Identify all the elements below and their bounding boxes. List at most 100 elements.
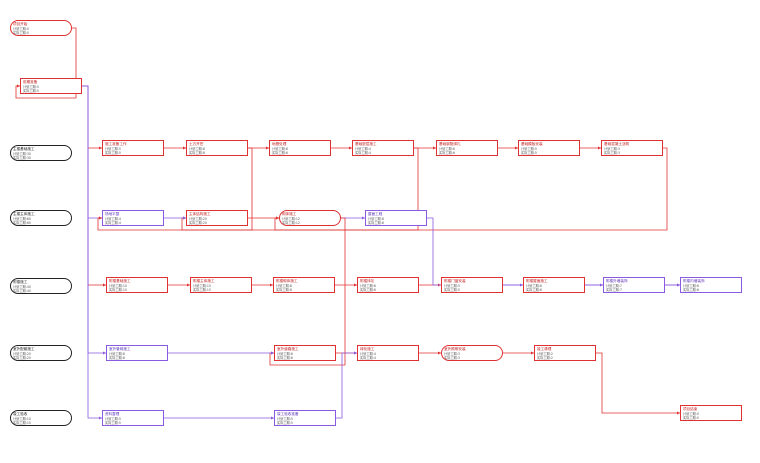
arrow-head-icon	[438, 351, 441, 355]
task-duration: 计划工期:8	[189, 146, 205, 151]
task-title: 基础模板安装	[521, 142, 543, 146]
arrow-head-icon	[677, 283, 680, 287]
task-title: 项目结束	[683, 407, 698, 411]
task-duration: 实际工期:20	[189, 220, 207, 225]
task-title: 附楼基础施工	[109, 279, 131, 283]
task-title: 土方开挖	[189, 142, 204, 146]
task-title: 附楼施工	[13, 280, 28, 284]
task-duration: 实际工期:6	[683, 287, 699, 292]
task-duration: 实际工期:8	[276, 287, 292, 292]
task-duration: 实际工期:5	[23, 88, 39, 93]
task-duration: 实际工期:6	[439, 150, 455, 155]
task-duration: 计划工期:20	[189, 216, 207, 221]
task-duration: 计划工期:7	[606, 283, 622, 288]
task-duration: 实际工期:12	[282, 220, 300, 225]
dependency-edge	[97, 147, 668, 231]
arrow-head-icon	[271, 351, 274, 355]
task-duration: 计划工期:6	[683, 283, 699, 288]
task-title: 附楼抹灰	[360, 279, 375, 283]
arrow-head-icon	[99, 146, 102, 150]
task-title: 场地平整	[105, 212, 120, 216]
dependency-edge	[15, 27, 77, 99]
task-duration: 计划工期:10	[13, 416, 31, 421]
arrow-head-icon	[433, 146, 436, 150]
arrow-head-icon	[183, 146, 186, 150]
task-title: 砌体施工	[282, 212, 297, 216]
task-duration: 计划工期:8	[276, 283, 292, 288]
task-duration: 实际工期:6	[272, 150, 288, 155]
task-duration: 计划工期:30	[13, 151, 31, 156]
task-title: 主体结构施工	[189, 212, 211, 216]
arrow-head-icon	[103, 351, 106, 355]
task-title: 竣工验收准备	[277, 412, 299, 416]
dependency-edges	[15, 27, 680, 420]
task-duration: 计划工期:5	[105, 416, 121, 421]
task-title: 前期准备	[23, 80, 38, 84]
task-duration: 实际工期:5	[444, 287, 460, 292]
task-duration: 实际工期:60	[13, 220, 31, 225]
arrow-head-icon	[362, 216, 365, 220]
task-title: 竣工验收	[13, 412, 28, 416]
dependency-edge	[596, 352, 680, 414]
task-title: 基础钢筋绑扎	[439, 142, 461, 146]
task-title: 屋面工程	[368, 212, 383, 216]
task-title: 附楼主体施工	[193, 279, 215, 283]
arrow-head-icon	[354, 283, 357, 287]
task-duration: 计划工期:20	[13, 351, 31, 356]
task-title: 资料整理	[105, 412, 120, 416]
dependency-edge	[82, 85, 102, 419]
task-title: 附楼砌体施工	[276, 279, 298, 283]
task-duration: 实际工期:3	[604, 150, 620, 155]
task-title: 室外管网施工	[109, 347, 131, 351]
task-title: 主楼主体施工	[13, 212, 35, 216]
task-duration: 实际工期:4	[355, 150, 371, 155]
task-duration: 计划工期:8	[368, 216, 384, 221]
task-duration: 计划工期:6	[526, 283, 542, 288]
arrow-head-icon	[266, 146, 269, 150]
task-title: 室外道路施工	[277, 347, 299, 351]
task-title: 基础垫层施工	[355, 142, 377, 146]
arrow-head-icon	[17, 84, 20, 88]
task-duration: 计划工期:60	[13, 216, 31, 221]
task-title: 地基处理	[272, 142, 287, 146]
task-title: 项目开始	[13, 22, 28, 26]
task-duration: 计划工期:5	[521, 146, 537, 151]
task-title: 附楼内墙装饰	[683, 279, 705, 283]
task-duration: 计划工期:2	[537, 351, 553, 356]
task-title: 附楼外墙装饰	[606, 279, 628, 283]
